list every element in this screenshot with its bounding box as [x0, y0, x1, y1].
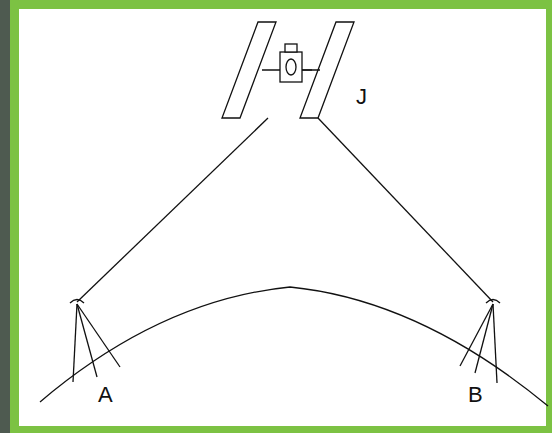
leg — [77, 304, 120, 367]
ground-station — [460, 300, 500, 384]
mast — [493, 304, 497, 383]
signal-path — [77, 118, 268, 302]
white-panel — [19, 9, 546, 426]
leg — [475, 304, 493, 373]
solar-panel — [300, 22, 354, 118]
dish — [486, 300, 500, 304]
signal-path — [318, 118, 493, 302]
leg — [77, 304, 97, 377]
satellite-body — [280, 52, 302, 82]
point-label: B — [468, 384, 483, 406]
green-frame — [10, 0, 552, 433]
ground-station — [70, 300, 120, 383]
point-label: J — [356, 86, 367, 108]
satellite-dish — [286, 59, 296, 75]
leg — [460, 304, 493, 366]
mast — [73, 304, 77, 382]
dish — [70, 300, 84, 304]
earth-surface — [40, 287, 548, 406]
point-label: A — [98, 384, 113, 406]
antenna-stub — [302, 69, 312, 70]
satellite-top — [285, 44, 297, 52]
